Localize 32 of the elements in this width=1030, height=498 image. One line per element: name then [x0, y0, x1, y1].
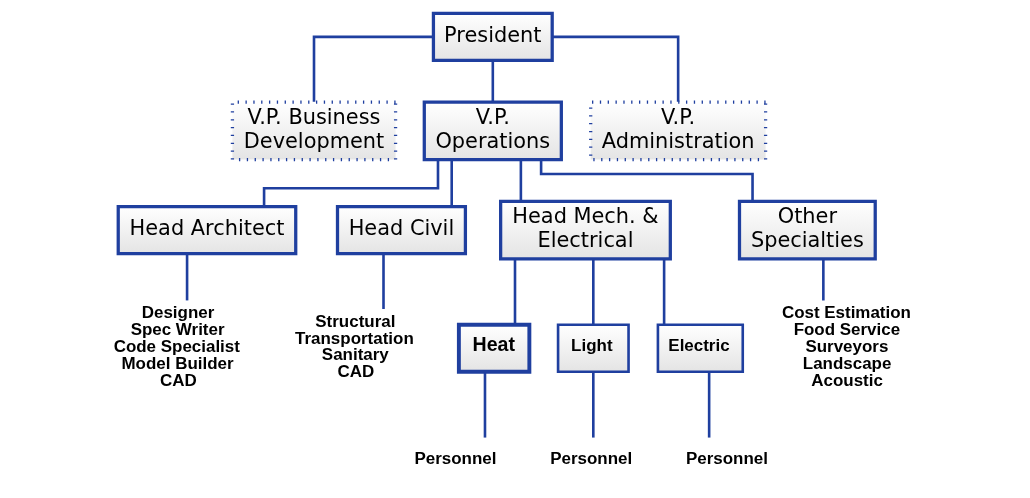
node-box: V.P. Administration: [589, 100, 768, 162]
connector: [552, 35, 680, 102]
connector: [185, 253, 189, 301]
node-text: Structural Transportation Sanitary CAD: [295, 311, 414, 382]
connector: [822, 259, 825, 301]
node-text: Personnel: [550, 449, 633, 469]
connector: [592, 259, 595, 325]
node-text: Cost Estimation Food Service Surveyors Landscape Acoustic: [781, 303, 911, 390]
node-box: Electric: [656, 323, 745, 373]
node-text: Designer Spec Writer Code Specialist Model Builder CAD: [113, 303, 240, 390]
node-box: Other Specialties: [737, 199, 877, 261]
connector: [312, 35, 434, 102]
node-box: Head Mech. & Electrical: [499, 199, 672, 261]
connector: [450, 160, 453, 207]
node-text: Personnel: [685, 449, 768, 469]
node-box: Head Architect: [116, 204, 298, 256]
connector: [707, 372, 711, 438]
connector: [539, 159, 754, 202]
connector: [382, 253, 385, 309]
node-text: Personnel: [414, 449, 497, 469]
connector: [592, 372, 595, 438]
node-box: President: [431, 11, 554, 63]
connector: [491, 60, 495, 103]
node-box: V.P. Business Development: [230, 100, 398, 162]
node-box: Light: [556, 323, 630, 373]
node-box: V.P. Operations: [422, 100, 563, 162]
connector: [483, 372, 487, 438]
node-box: Head Civil: [335, 204, 468, 256]
connector: [519, 160, 523, 202]
connector: [662, 259, 666, 325]
connector: [513, 259, 517, 325]
node-box: Heat: [456, 322, 532, 374]
